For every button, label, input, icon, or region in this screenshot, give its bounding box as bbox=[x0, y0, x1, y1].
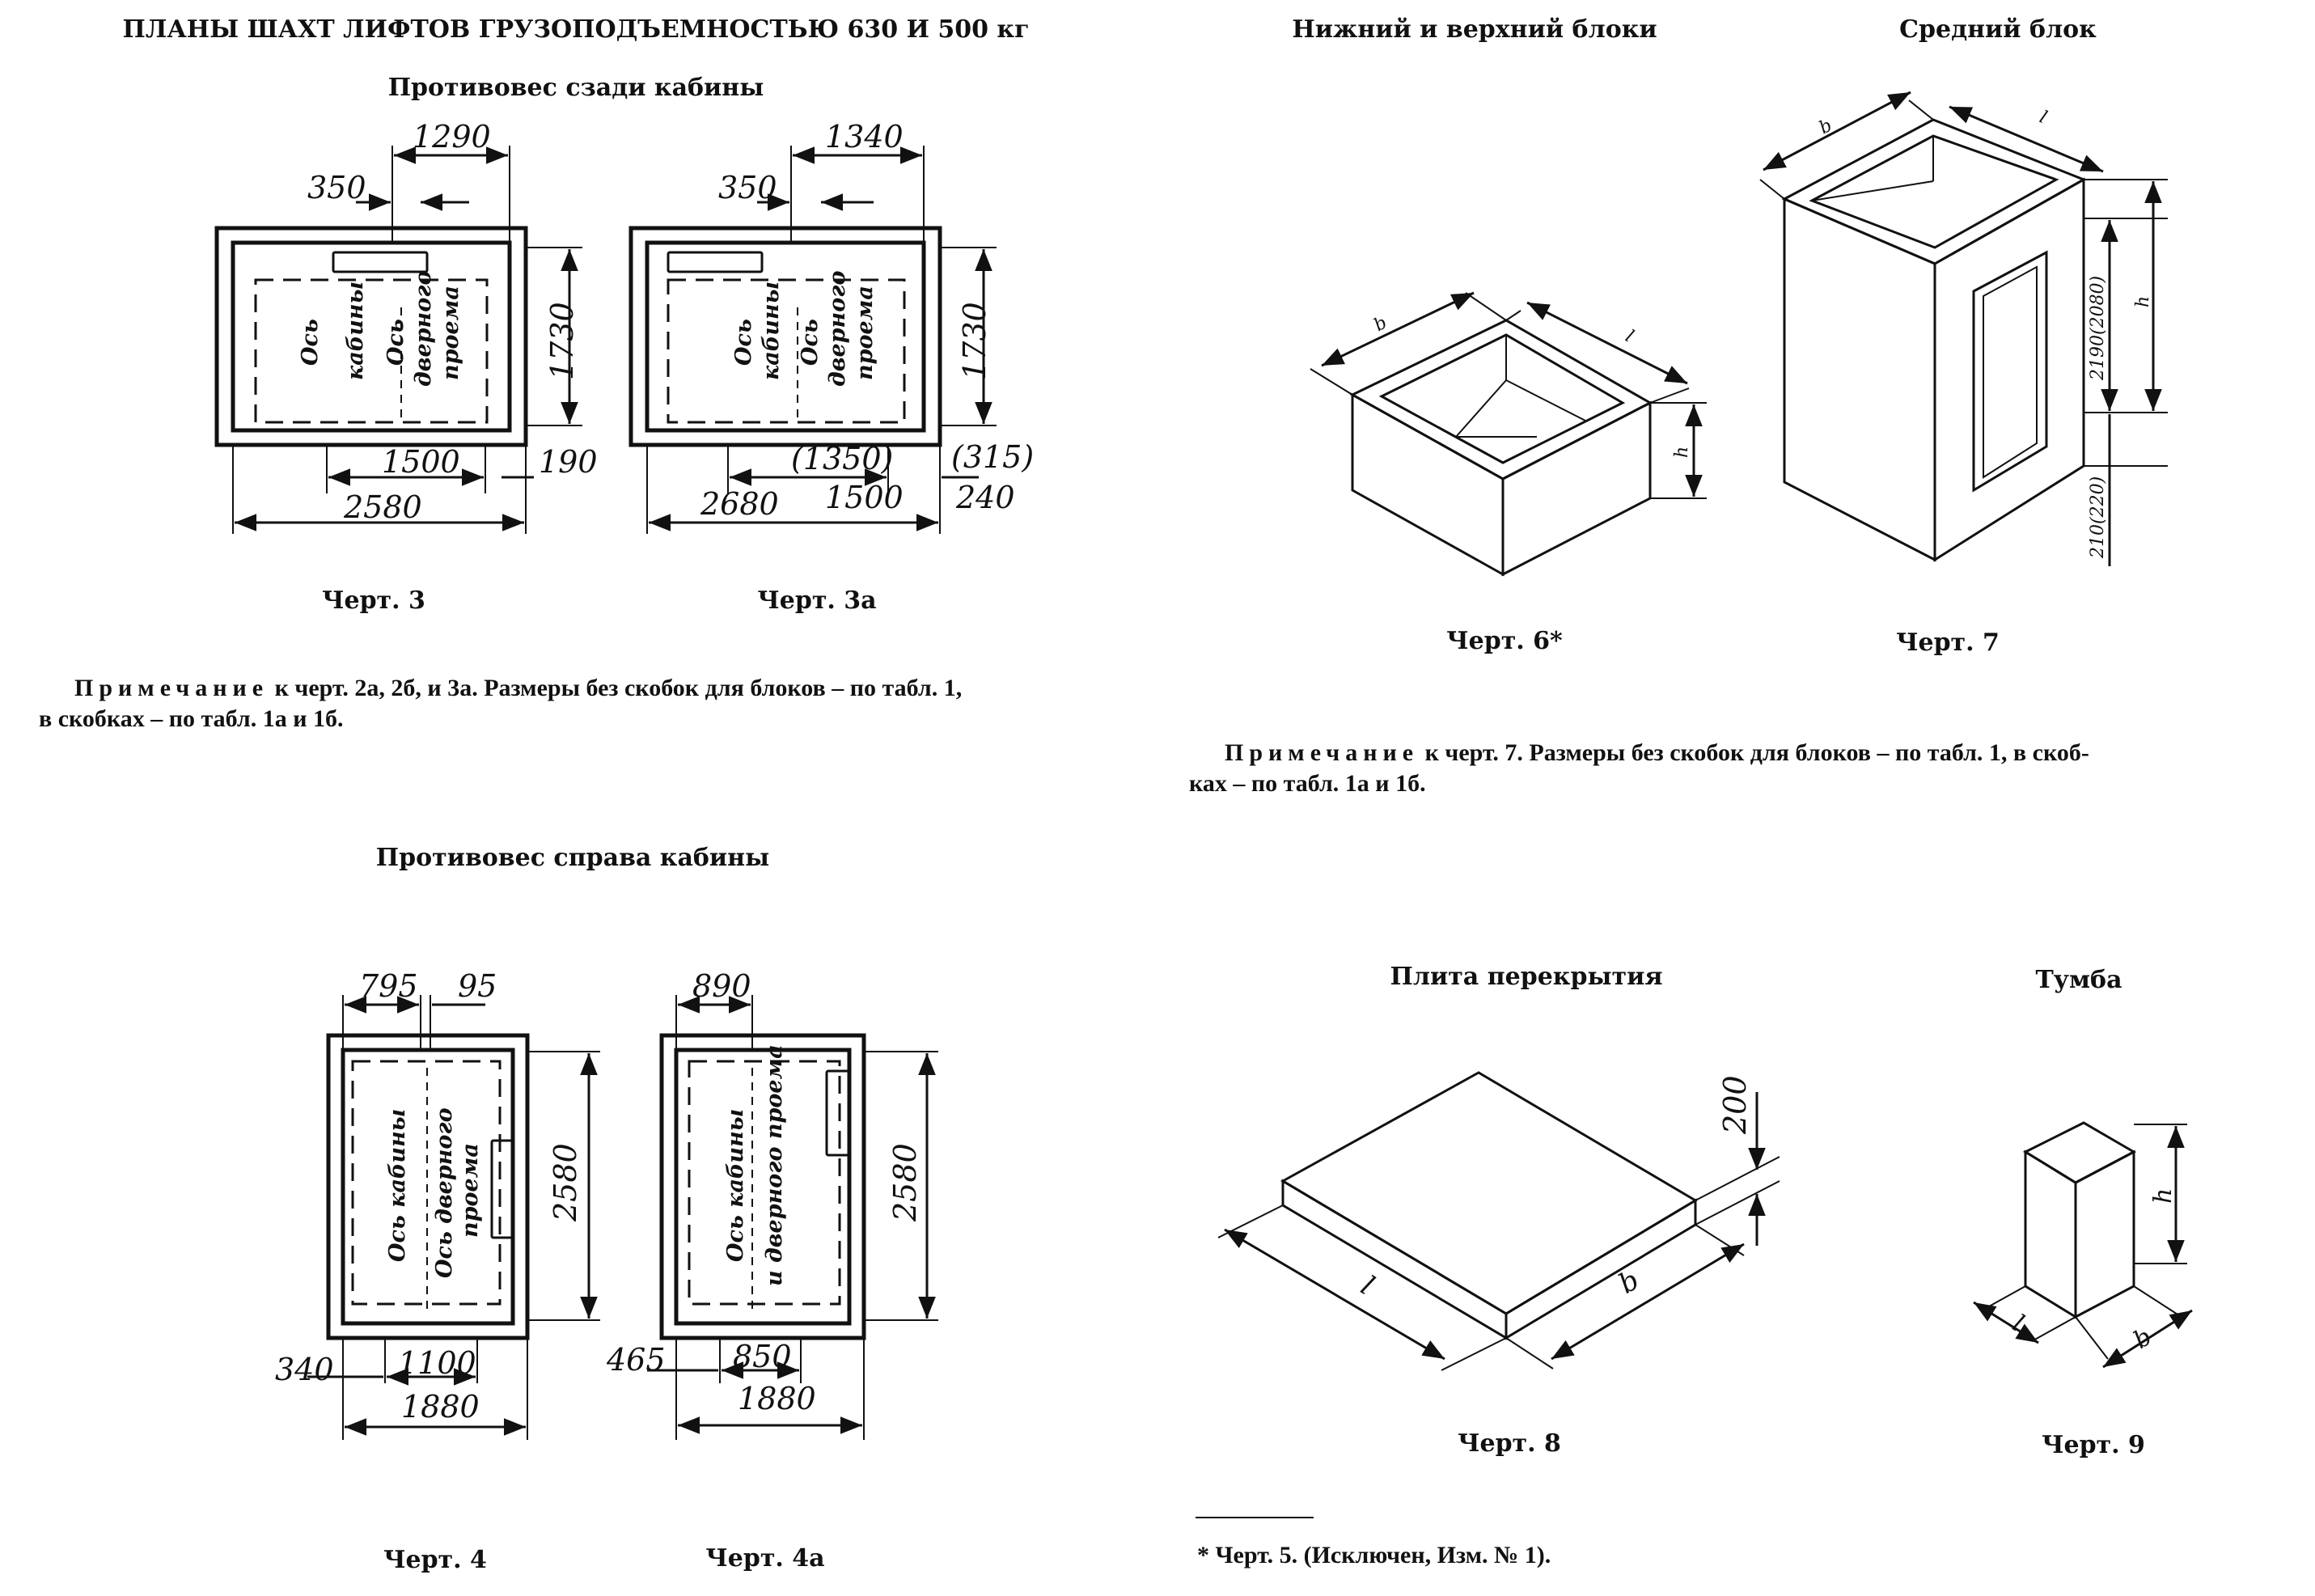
note-2-line-1: Примечание к черт. 7. Размеры без скобок… bbox=[1189, 738, 2289, 768]
dim-3a-offset: 350 bbox=[718, 170, 777, 205]
caption-ch3: Черт. 3 bbox=[322, 586, 425, 615]
caption-ch4a: Черт. 4а bbox=[705, 1544, 824, 1573]
plan-drawing-3: 1290 350 1730 1500 190 2580 Ось кабины О… bbox=[214, 119, 598, 534]
dim-4a-inner: 850 bbox=[733, 1339, 792, 1374]
dim-3-total: 2580 bbox=[343, 489, 422, 525]
dim-7-upper: 2190(2080) bbox=[2088, 276, 2108, 381]
label-3a-cabin: кабины bbox=[759, 282, 784, 380]
label-4-axis-cabin: Ось кабины bbox=[385, 1109, 410, 1262]
letter-7-l: l bbox=[2037, 108, 2050, 129]
dim-4-height: 2580 bbox=[548, 1143, 583, 1222]
label-3-opening: проема bbox=[438, 286, 463, 380]
caption-ch9: Черт. 9 bbox=[2042, 1431, 2145, 1459]
label-3a-axis: Ось bbox=[731, 319, 756, 366]
label-3-doorway: дверного bbox=[411, 271, 436, 387]
dim-4-inner: 1100 bbox=[398, 1345, 476, 1381]
isometric-block-7: b l h 2190(2080) 210(220) bbox=[1759, 91, 2168, 566]
note-2-text: к черт. 7. Размеры без скобок для блоков… bbox=[1419, 739, 2089, 766]
note-drawing-7: Примечание к черт. 7. Размеры без скобок… bbox=[1189, 738, 2289, 799]
caption-ch4: Черт. 4 bbox=[383, 1546, 487, 1574]
dim-3a-gap: 240 bbox=[955, 480, 1015, 515]
label-4a-axis-cabin: Ось кабины bbox=[723, 1109, 748, 1262]
caption-ch3a: Черт. 3а bbox=[757, 586, 876, 615]
letter-6-b: b bbox=[1371, 312, 1391, 336]
letter-7-h: h bbox=[2133, 296, 2153, 307]
bottom-top-blocks-title: Нижний и верхний блоки bbox=[1292, 15, 1657, 44]
label-3a-axis2: Ось bbox=[798, 319, 823, 366]
letter-8-l: l bbox=[1355, 1270, 1379, 1302]
dim-8-thick: 200 bbox=[1717, 1075, 1753, 1135]
dim-3-inner: 1500 bbox=[382, 444, 460, 480]
label-3-axis2: Ось bbox=[383, 319, 408, 366]
note-1-keyword: Примечание bbox=[74, 675, 269, 701]
note-drawings-2-3: Примечание к черт. 2а, 2б, и 3а. Размеры… bbox=[39, 673, 1155, 734]
letter-8-b: b bbox=[1614, 1264, 1645, 1301]
dim-3a-paren: (1350) bbox=[791, 441, 893, 476]
dim-4-top2: 95 bbox=[458, 968, 497, 1004]
right-counterweight-title: Противовес справа кабины bbox=[376, 844, 769, 872]
isometric-slab-8: l b 200 bbox=[1217, 1071, 1780, 1371]
note-2-line-2: ках – по табл. 1а и 1б. bbox=[1189, 770, 1426, 797]
caption-ch6: Черт. 6* bbox=[1446, 627, 1563, 655]
note-1-text: к черт. 2а, 2б, и 3а. Размеры без скобок… bbox=[269, 675, 963, 701]
label-3a-doorway: дверного bbox=[825, 271, 850, 387]
label-4-axis-door: Ось дверного bbox=[432, 1107, 457, 1278]
pedestal-title: Тумба bbox=[2035, 966, 2122, 994]
plan-drawing-3a: 1340 350 1730 (1350) (315) 1500 240 2680… bbox=[628, 119, 1034, 534]
dim-3-offset: 350 bbox=[307, 170, 366, 205]
isometric-pedestal-9: h l b bbox=[1973, 1121, 2193, 1369]
dim-3a-paren2: (315) bbox=[951, 439, 1034, 475]
note-1-line-2: в скобках – по табл. 1а и 1б. bbox=[39, 705, 344, 732]
dim-3a-total: 2680 bbox=[700, 486, 779, 522]
label-4-opening: проема bbox=[458, 1143, 483, 1238]
label-4a-and-doorway: и дверного проема bbox=[762, 1044, 787, 1286]
letter-7-b: b bbox=[1816, 116, 1835, 139]
label-3a-opening: проема bbox=[853, 286, 878, 380]
isometric-block-6: b l h bbox=[1310, 291, 1707, 577]
label-3-axis: Ось bbox=[298, 319, 323, 366]
rear-counterweight-title: Противовес сзади кабины bbox=[388, 74, 764, 102]
main-title: ПЛАНЫ ШАХТ ЛИФТОВ ГРУЗОПОДЪЕМНОСТЬЮ 630 … bbox=[122, 15, 1029, 44]
dim-4-total: 1880 bbox=[401, 1389, 480, 1425]
dim-3a-height: 1730 bbox=[957, 302, 992, 380]
caption-ch7: Черт. 7 bbox=[1896, 629, 2000, 657]
dim-4a-total: 1880 bbox=[738, 1381, 816, 1416]
dim-4a-left: 465 bbox=[606, 1342, 666, 1378]
dim-3a-top: 1340 bbox=[825, 119, 904, 155]
dim-3a-inner: 1500 bbox=[825, 480, 904, 515]
footnote: * Черт. 5. (Исключен, Изм. № 1). bbox=[1197, 1542, 1551, 1568]
label-3-cabin: кабины bbox=[343, 282, 368, 380]
dim-3-top: 1290 bbox=[413, 119, 491, 155]
letter-6-l: l bbox=[1622, 327, 1637, 347]
dim-3-height: 1730 bbox=[544, 302, 580, 380]
letter-9-b: b bbox=[2129, 1323, 2157, 1355]
dim-3-gap: 190 bbox=[539, 444, 598, 480]
dim-4-left: 340 bbox=[275, 1352, 334, 1387]
dim-4-top: 795 bbox=[359, 968, 418, 1004]
caption-ch8: Черт. 8 bbox=[1458, 1429, 1561, 1458]
letter-6-h: h bbox=[1672, 447, 1692, 458]
dim-4a-height: 2580 bbox=[887, 1143, 923, 1222]
note-1-line-1: Примечание к черт. 2а, 2б, и 3а. Размеры… bbox=[39, 673, 1155, 704]
dim-7-lower: 210(220) bbox=[2088, 476, 2108, 559]
slab-title: Плита перекрытия bbox=[1390, 963, 1662, 991]
note-2-keyword: Примечание bbox=[1225, 739, 1420, 766]
letter-9-h: h bbox=[2149, 1188, 2177, 1204]
dim-4a-top: 890 bbox=[692, 968, 751, 1004]
middle-block-title: Средний блок bbox=[1899, 15, 2097, 44]
plan-drawing-4: 795 95 2580 340 1100 1880 Ось кабины Ось… bbox=[275, 968, 600, 1440]
plan-drawing-4a: 890 2580 465 850 1880 Ось кабины и дверн… bbox=[606, 968, 938, 1440]
